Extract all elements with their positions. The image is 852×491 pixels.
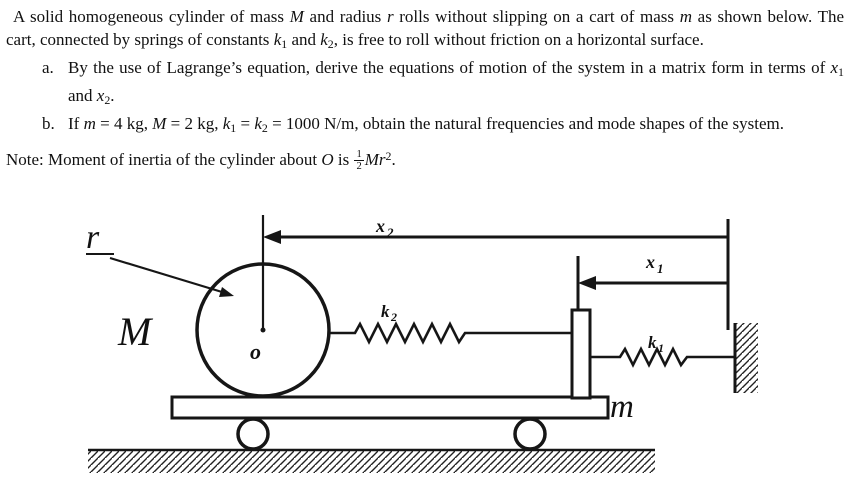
intro-paragraph: A solid homogeneous cylinder of mass M a… [6, 7, 845, 51]
x2-label-sub: 2 [386, 225, 394, 240]
item-a: a. By the use of Lagrange’s equation, de… [42, 56, 844, 112]
spring-k2 [329, 321, 572, 345]
x1-label: x [645, 252, 655, 272]
cart-wheel-right [513, 417, 547, 451]
k1-label-sub: 1 [658, 341, 664, 355]
r-leader-line [109, 256, 223, 294]
k2-label: k [381, 302, 390, 321]
item-a-text: By the use of Lagrange’s equation, deriv… [68, 57, 844, 107]
problem-statement: A solid homogeneous cylinder of mass M a… [0, 0, 852, 206]
ground-hatch [88, 450, 655, 473]
spring-k1 [590, 346, 735, 368]
x2-arrowhead [263, 230, 281, 244]
x1-arrowhead [578, 276, 596, 290]
x1-label-sub: 1 [657, 261, 664, 276]
radius-label: r [86, 219, 100, 256]
system-diagram: r M o m x 2 x 1 k 2 k 1 [86, 215, 758, 473]
item-a-label: a. [42, 57, 54, 77]
k2-label-sub: 2 [390, 310, 397, 324]
wall-hatch [735, 323, 758, 393]
item-b: b. If m = 4 kg, M = 2 kg, k1 = k2 = 1000… [42, 112, 844, 140]
center-O-label: o [250, 339, 261, 364]
cart-post [570, 308, 592, 400]
k1-label: k [648, 333, 657, 352]
cylinder-mass-label: M [117, 309, 154, 354]
r-leader-arrowhead [219, 287, 234, 297]
cart-wheel-left [236, 417, 270, 451]
item-b-text: If m = 4 kg, M = 2 kg, k1 = k2 = 1000 N/… [68, 113, 784, 135]
cart-deck [170, 395, 610, 420]
note-line: Note: Moment of inertia of the cylinder … [6, 148, 396, 173]
x2-label: x [375, 216, 385, 236]
cart-mass-label: m [610, 389, 634, 425]
item-b-label: b. [42, 113, 55, 133]
